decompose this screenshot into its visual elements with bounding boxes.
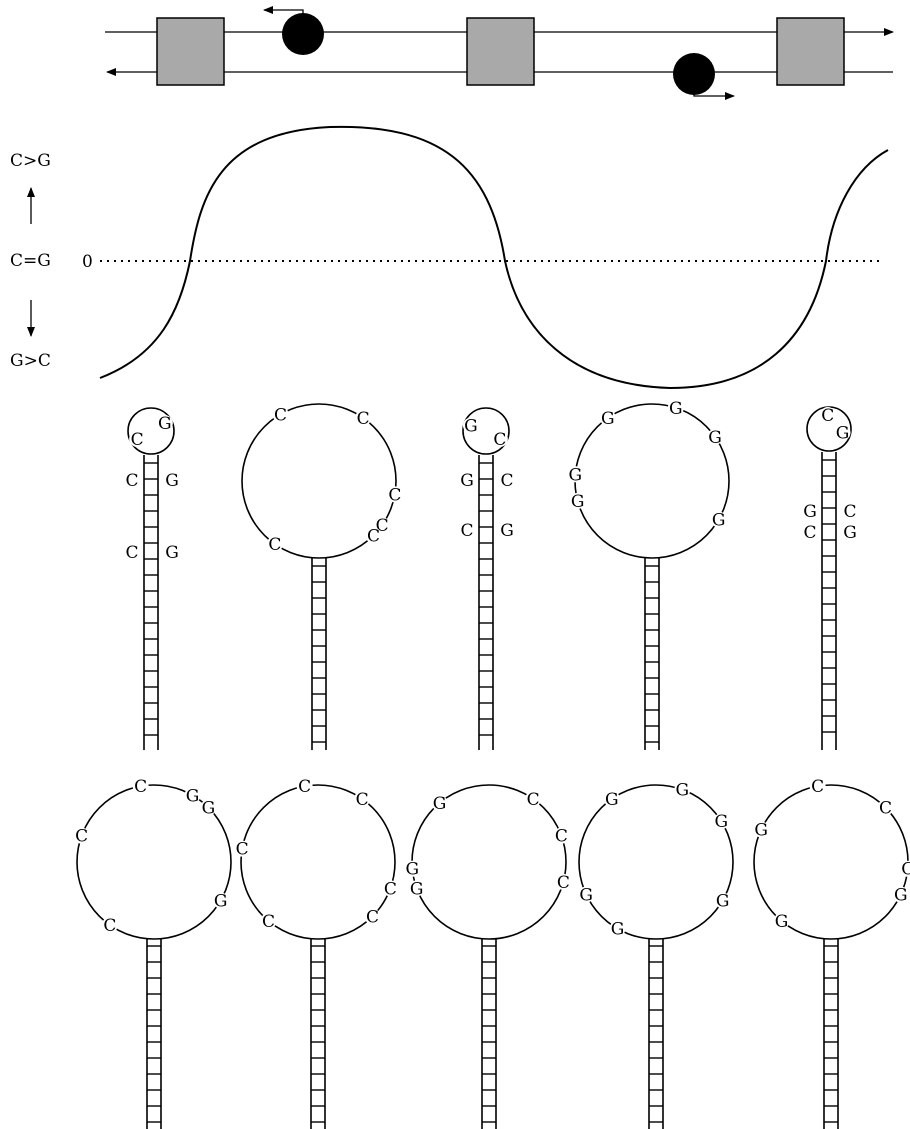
stem-base-left: C	[125, 543, 138, 563]
loop-base: C	[298, 777, 311, 797]
loop-base: C	[901, 860, 910, 880]
loop-base: G	[716, 892, 730, 912]
stem-base-right: G	[500, 521, 514, 541]
loop-base: C	[103, 916, 116, 936]
loop-base: C	[555, 827, 568, 847]
loop-base: G	[410, 879, 424, 899]
stem-base-left: C	[125, 471, 138, 491]
replication-fork-right	[673, 53, 715, 95]
loop-base: G	[464, 417, 478, 437]
loop-base: G	[186, 786, 200, 806]
loop-base: G	[754, 820, 768, 840]
loop-base: C	[367, 526, 380, 546]
stem-base-left: C	[460, 521, 473, 541]
loop-base: G	[202, 799, 216, 819]
loop-base: G	[836, 424, 850, 444]
loop-base: C	[384, 879, 397, 899]
stem-base-right: G	[165, 471, 179, 491]
loop-base: G	[708, 428, 722, 448]
loop-base: G	[571, 492, 585, 512]
loop-base: C	[821, 406, 834, 426]
stem-base-right: C	[500, 471, 513, 491]
loop-base: C	[557, 873, 570, 893]
stem-base-right: G	[843, 523, 857, 543]
loop-base: G	[158, 414, 172, 434]
loop-base: C	[274, 405, 287, 425]
loop-base: C	[527, 790, 540, 810]
loop-base: G	[894, 886, 908, 906]
loop-base: G	[775, 912, 789, 932]
loop-base: C	[134, 777, 147, 797]
loop-base: G	[669, 399, 683, 419]
loop-base: C	[811, 777, 824, 797]
loop-base: G	[568, 465, 582, 485]
stem-base-left: G	[460, 471, 474, 491]
replication-fork-left	[282, 13, 324, 55]
gene-block	[157, 18, 224, 85]
loop-base: G	[605, 790, 619, 810]
skew-panel: C>G C=G G>C 0	[10, 127, 888, 388]
stem-base-right: G	[165, 543, 179, 563]
loop-base: C	[131, 430, 144, 450]
loop-base: G	[712, 511, 726, 531]
zero-label: 0	[82, 252, 93, 272]
loop-base: C	[388, 485, 401, 505]
loop-base: G	[715, 812, 729, 832]
loop-base: G	[579, 886, 593, 906]
loop-base: G	[433, 794, 447, 814]
skew-bottom-label: G>C	[10, 351, 51, 371]
loop-base: C	[75, 827, 88, 847]
loop-base: G	[676, 781, 690, 801]
gene-block	[467, 18, 534, 85]
skew-middle-label: C=G	[10, 251, 51, 271]
loop-base: G	[214, 892, 228, 912]
loop-base: C	[356, 790, 369, 810]
loop-base: C	[357, 409, 370, 429]
loop-base: C	[493, 430, 506, 450]
dna-strands-panel	[105, 10, 893, 96]
stem-base-left: G	[803, 502, 817, 522]
gene-block	[777, 18, 844, 85]
loop-base: C	[262, 912, 275, 932]
loop-base: C	[366, 907, 379, 927]
loop-base: G	[405, 860, 419, 880]
loop-base: C	[879, 799, 892, 819]
loop-base: G	[601, 409, 615, 429]
loop-base: C	[268, 535, 281, 555]
loop-base: G	[611, 920, 625, 940]
stem-base-right: C	[843, 502, 856, 522]
skew-curve	[100, 127, 888, 388]
fork-direction-arrow-left	[264, 10, 303, 14]
loop-base: C	[236, 840, 249, 860]
stem-base-left: C	[803, 523, 816, 543]
skew-top-label: C>G	[10, 151, 51, 171]
